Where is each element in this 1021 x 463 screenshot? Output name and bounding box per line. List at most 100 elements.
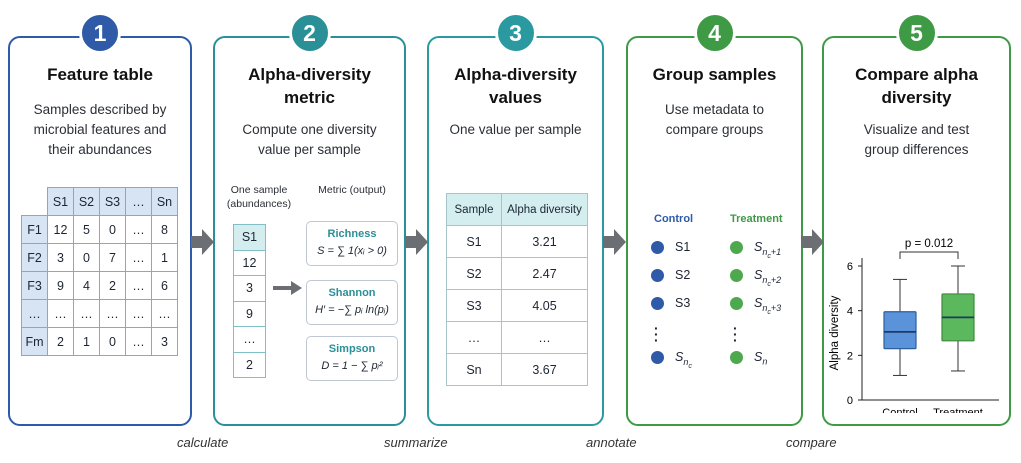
flow-label-compare: compare [786,435,837,450]
table-cell: 0 [73,243,100,272]
table-cell: … [73,299,100,328]
sample-cell: 2 [233,351,266,378]
table-cell: S1 [446,225,502,258]
table-cell: 8 [151,215,178,244]
treatment-dot [730,297,743,310]
column-header: S3 [99,187,126,216]
panel-description: Samples described by microbial features … [33,102,167,157]
metric-name: Simpson [328,343,376,355]
table-cell: … [99,299,126,328]
panel-description: Compute one diversity value per sample [242,122,377,157]
metric-box-shannon: Shannon H′ = −∑ pᵢ ln(pᵢ) [306,280,398,325]
control-dot [651,269,664,282]
control-group-label: Control [654,213,694,225]
control-sample: S2 [675,268,691,282]
table-cell: 12 [47,215,74,244]
sample-column: S1 12 3 9 … 2 [233,224,266,378]
row-header: F3 [21,271,48,300]
control-dot [651,297,664,310]
panel-alpha-values: 3 Alpha-diversity values One value per s… [427,12,604,426]
table-cell: 1 [73,327,100,356]
row-header: … [21,299,48,328]
panel-description: Use metadata to compare groups [664,102,765,137]
control-dot [651,351,664,364]
table-cell: … [446,321,502,354]
metric-name: Shannon [328,287,376,299]
treatment-sample: Snc+1 [754,240,782,260]
step-badge-2: 2 [288,12,331,54]
sample-cell: 9 [233,300,266,327]
column-header: … [125,187,152,216]
table-row: S1 3.21 [446,225,588,258]
metric-formula: D = 1 − ∑ pᵢ² [321,360,383,372]
table-cell: 1 [151,243,178,272]
sample-cell: S1 [233,224,266,251]
table-row: S3 4.05 [446,289,588,322]
table-cell: 9 [47,271,74,300]
treatment-group-label: Treatment [730,213,783,225]
control-sample: S1 [675,240,691,254]
table-cell: 7 [99,243,126,272]
table-row: Fm 2 1 0 … 3 [21,327,178,356]
treatment-sample: Snc+3 [754,296,782,316]
control-dot [651,241,664,254]
y-tick-label: 6 [847,261,853,273]
panel-title: Feature table [47,65,153,84]
table-cell: 0 [99,327,126,356]
ellipsis-vertical-icon: ··· [733,320,738,348]
control-sample: S3 [675,296,691,310]
step-badge-4: 4 [693,12,736,54]
panel-compare-diversity: 5 Compare alpha diversity Visualize and … [822,12,1011,426]
sample-label: One sample (abundances) [226,184,292,210]
column-header: Sn [151,187,178,216]
table-cell: 0 [99,215,126,244]
table-row: S2 2.47 [446,257,588,290]
table-cell: 3 [47,243,74,272]
table-cell: … [125,271,152,300]
table-cell: … [125,243,152,272]
step-badge-1: 1 [79,12,121,54]
arrow-right-icon [801,229,824,255]
arrow-right-icon [191,229,214,255]
row-header: F1 [21,215,48,244]
table-cell: 5 [73,215,100,244]
table-row: … … … … … … [21,299,178,328]
column-header: Sample [446,193,502,226]
arrow-right-icon [603,229,626,255]
row-header: F2 [21,243,48,272]
table-cell: 3.67 [501,353,588,386]
x-category-label: Treatment [933,407,983,413]
table-cell: S3 [446,289,502,322]
table-cell: … [125,299,152,328]
feature-table: S1 S2 S3 … Sn F1 12 5 0 … 8 F2 3 0 7 … 1… [21,187,178,356]
row-header: Fm [21,327,48,356]
panel-feature-table: 1 Feature table Samples described by mic… [8,12,192,426]
significance-bracket [899,251,959,259]
treatment-sample: Sn [754,350,768,367]
step-badge-5: 5 [895,12,938,54]
treatment-dot [730,351,743,364]
panel-description: Visualize and test group differences [863,122,970,157]
metric-box-simpson: Simpson D = 1 − ∑ pᵢ² [306,336,398,381]
box-iqr [883,311,917,350]
treatment-sample: Snc+2 [754,268,782,288]
table-cell: 4 [73,271,100,300]
table-corner [22,188,48,216]
table-cell: … [125,215,152,244]
y-tick-label: 4 [847,306,853,318]
table-row: F2 3 0 7 … 1 [21,243,178,272]
sample-cell: 3 [233,275,266,302]
table-cell: 4.05 [501,289,588,322]
panel-title: Alpha-diversity values [454,65,577,107]
panel-alpha-metric: 2 Alpha-diversity metric Compute one div… [213,12,406,426]
table-cell: 3 [151,327,178,356]
values-table: Sample Alpha diversity S1 3.21 S2 2.47 S… [446,193,588,386]
flow-label-annotate: annotate [586,435,637,450]
table-cell: 2 [99,271,126,300]
flow-label-summarize: summarize [384,435,448,450]
table-cell: … [501,321,588,354]
table-cell: 2 [47,327,74,356]
column-header: S1 [47,187,74,216]
column-header: S2 [73,187,100,216]
